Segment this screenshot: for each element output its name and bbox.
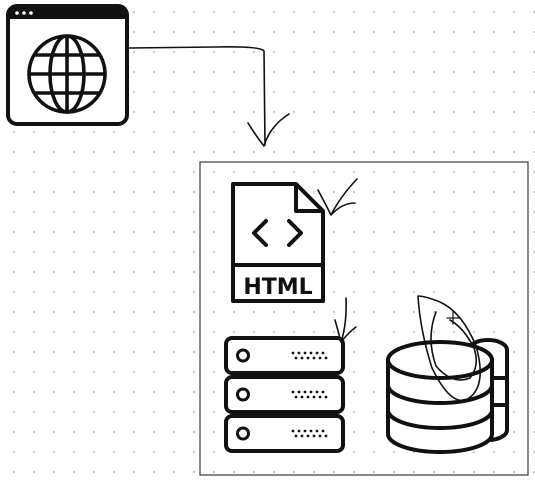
globe-icon — [27, 34, 107, 114]
html-file-icon[interactable]: HTML — [231, 182, 325, 303]
checkmark-annotation — [334, 297, 357, 343]
connector-arrow[interactable] — [128, 46, 290, 147]
container-box[interactable] — [199, 161, 529, 476]
checkmark-annotation — [317, 178, 358, 216]
browser-globe-icon[interactable] — [6, 4, 129, 126]
code-brackets-icon — [252, 219, 303, 247]
server-rack-icon[interactable] — [224, 336, 345, 453]
scribble-annotation — [417, 295, 482, 402]
database-icon[interactable] — [386, 338, 509, 454]
server-vent-dots — [291, 351, 328, 438]
html-file-label: HTML — [243, 275, 312, 300]
